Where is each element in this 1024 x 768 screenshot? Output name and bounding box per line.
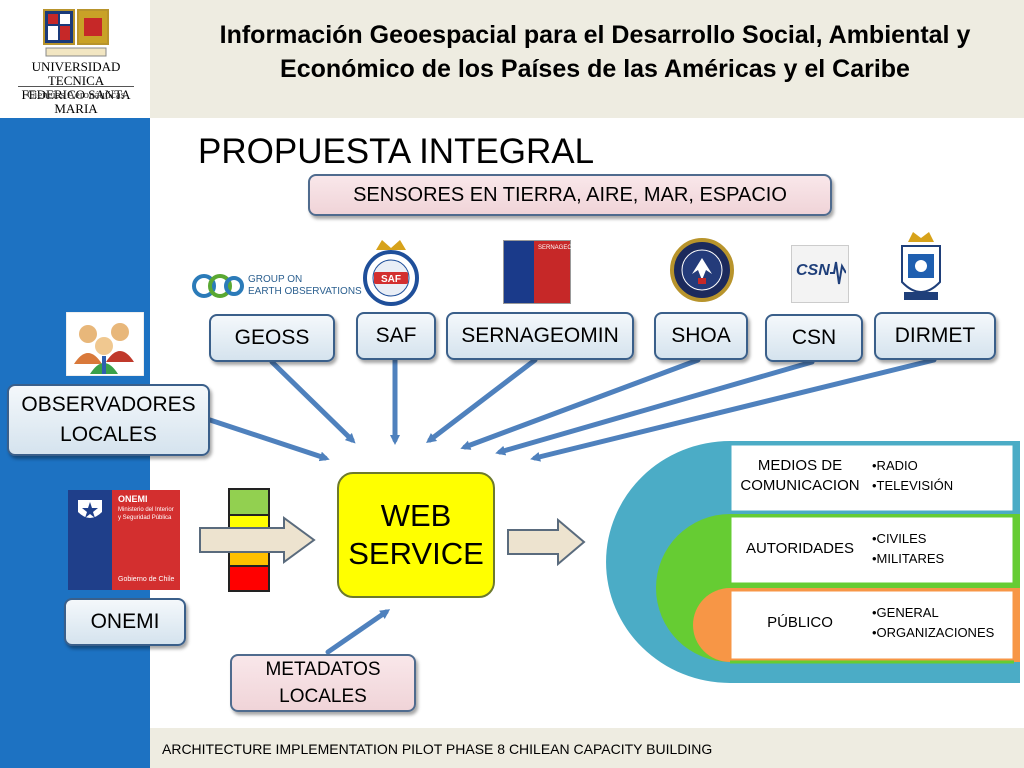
header-title: Información Geoespacial para el Desarrol… [219,21,971,83]
people-icon [66,312,144,376]
agency-box-geoss: GEOSS [209,314,335,362]
chile-shield-icon [78,500,102,518]
onemi-logo-line2: Ministerio del Interior [118,507,174,513]
bullet-item: •CIVILES [872,531,927,546]
bullet-item: •RADIO [872,458,918,473]
geo-logo-line2: EARTH OBSERVATIONS [248,286,362,297]
web-service-line2: SERVICE [348,536,484,571]
university-name-line1: UNIVERSIDAD TECNICA [31,59,121,88]
csn-logo-text: CSN [796,262,830,279]
tier-bullets-authorities: •CIVILES •MILITARES [872,529,944,569]
bullet-item: •GENERAL [872,605,939,620]
tier-label-media: MEDIOS DE COMUNICACION [740,457,860,494]
header-band [0,0,1024,118]
agency-box-csn: CSN [765,314,863,362]
observers-box: OBSERVADORES LOCALES [7,384,210,456]
dirmet-crest-icon [901,232,941,300]
alert-level-red [230,566,268,590]
audience-tiers-diagram [606,441,1020,683]
arrow-shoa [460,357,701,450]
geo-mark-icon [192,274,244,298]
department-name: Ciencias Aeronáuticas [26,89,126,101]
geo-logo-line1: GROUP ON [248,274,303,285]
bullet-item: •TELEVISIÓN [872,478,954,493]
web-service-box: WEB SERVICE [337,472,495,598]
sernageomin-flag-panel [504,241,534,303]
saf-badge-icon: SAF [363,240,419,306]
bullet-item: •ORGANIZACIONES [872,625,995,640]
onemi-logo: ONEMI Ministerio del Interior y Segurida… [68,490,180,590]
sernageomin-logo: SERNAGEOMIN [503,240,583,304]
tier-bullets-media: •RADIO •TELEVISIÓN [872,456,953,496]
metadata-line2: LOCALES [279,686,367,707]
alert-level-green [230,490,268,514]
arrow-geoss [269,359,356,444]
seismograph-icon [830,261,846,285]
university-crest-icon [43,9,109,57]
arrow-observers [207,417,330,462]
arrow-metadata [325,609,391,655]
bullet-item: •MILITARES [872,551,945,566]
agency-box-sernageomin: SERNAGEOMIN [446,312,634,360]
block-arrow-onemi [199,516,316,564]
metadata-line1: METADATOS [265,659,381,680]
tier-label-authorities: AUTORIDADES [745,540,855,557]
footer-band [150,728,1024,768]
university-name-line2: FEDERICO SANTA MARIA [21,87,131,116]
block-arrow-output [507,518,586,566]
observers-line1: OBSERVADORES [21,393,196,416]
arrow-sernageomin [426,357,538,444]
agency-box-saf: SAF [356,312,436,360]
web-service-line1: WEB [380,498,452,533]
agency-box-dirmet: DIRMET [874,312,996,360]
onemi-logo-title: ONEMI [118,494,148,504]
slide-title: PROPUESTA INTEGRAL [198,132,595,171]
footer-text: ARCHITECTURE IMPLEMENTATION PILOT PHASE … [162,741,713,757]
onemi-logo-footer: Gobierno de Chile [118,576,175,583]
onemi-box: ONEMI [64,598,186,646]
onemi-logo-line3: y Seguridad Pública [118,515,172,521]
university-name: UNIVERSIDAD TECNICA FEDERICO SANTA MARIA [2,60,150,116]
csn-logo: CSN [791,245,849,303]
saf-badge-text: SAF [381,274,401,285]
shoa-seal-icon [670,238,734,302]
metadata-box: METADATOS LOCALES [230,654,416,712]
agency-box-shoa: SHOA [654,312,748,360]
observers-line2: LOCALES [60,423,157,446]
sensors-banner: SENSORES EN TIERRA, AIRE, MAR, ESPACIO [308,174,832,216]
divider [18,86,134,87]
tier-bullets-public: •GENERAL •ORGANIZACIONES [872,603,994,643]
sernageomin-logo-text: SERNAGEOMIN [538,245,584,251]
geo-logo: GROUP ON EARTH OBSERVATIONS [192,270,362,304]
tier-label-public: PÚBLICO [767,614,833,631]
